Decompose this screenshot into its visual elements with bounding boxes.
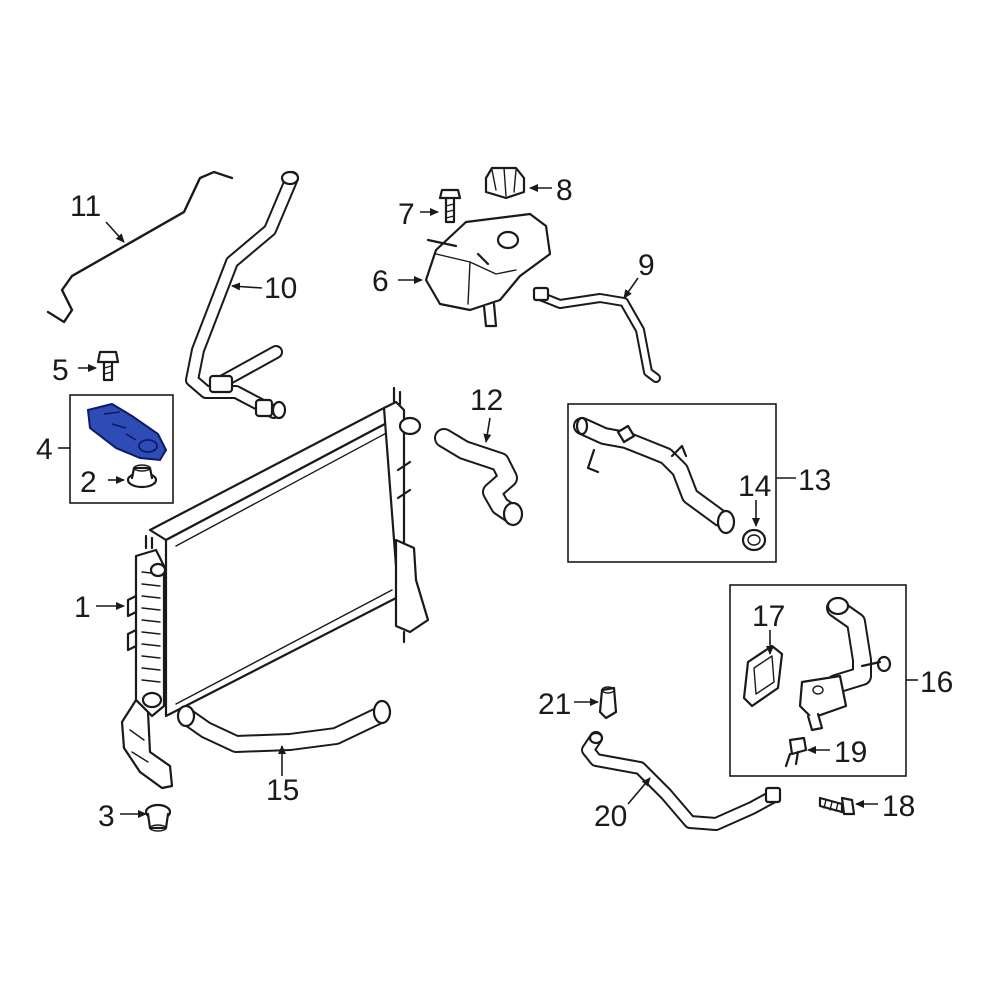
part-16-thermostat-housing[interactable]: [798, 596, 892, 732]
callout-14: 14: [738, 470, 771, 503]
part-13-group-box: [567, 403, 777, 563]
part-12-upper-hose[interactable]: [434, 428, 524, 527]
callout-8: 8: [556, 174, 573, 207]
part-19-sensor[interactable]: [784, 736, 808, 768]
callout-3: 3: [98, 800, 115, 833]
part-4-bracket-highlighted[interactable]: [86, 402, 168, 462]
callout-9: 9: [638, 249, 655, 282]
callout-2: 2: [80, 466, 97, 499]
part-15-lower-hose[interactable]: [176, 699, 392, 753]
part-18-bolt[interactable]: [818, 796, 856, 816]
callout-1: 1: [74, 591, 91, 624]
callout-21: 21: [538, 688, 571, 721]
callout-17: 17: [752, 600, 785, 633]
part-10-hose[interactable]: [185, 170, 300, 420]
part-20-hose[interactable]: [581, 731, 782, 831]
part-5-bolt[interactable]: [96, 350, 120, 382]
callout-16: 16: [920, 666, 953, 699]
part-21-connector[interactable]: [598, 686, 618, 720]
callout-7: 7: [398, 198, 415, 231]
callout-6: 6: [372, 265, 389, 298]
part-1-radiator[interactable]: [120, 386, 430, 790]
part-2-grommet[interactable]: [126, 464, 158, 489]
part-7-bolt[interactable]: [438, 188, 462, 224]
callout-12: 12: [470, 384, 503, 417]
part-6-reservoir[interactable]: [424, 212, 552, 328]
callout-13: 13: [798, 464, 831, 497]
part-4-group-box: [69, 394, 174, 504]
callout-20: 20: [594, 800, 627, 833]
callout-5: 5: [52, 354, 69, 387]
callout-4: 4: [36, 433, 53, 466]
callout-labels: 11 10 5 4 2 1 3 7 6 8 9 12 13 14 15 16 1…: [36, 174, 953, 833]
part-14-o-ring[interactable]: [741, 528, 767, 552]
part-11-hose[interactable]: [46, 170, 234, 324]
callout-19: 19: [834, 736, 867, 769]
part-9-hose[interactable]: [532, 286, 661, 383]
part-17-gasket[interactable]: [742, 644, 784, 708]
part-13-coolant-tube[interactable]: [573, 416, 736, 535]
callout-11: 11: [70, 190, 101, 223]
callout-10: 10: [264, 272, 297, 305]
part-3-plug[interactable]: [144, 803, 172, 832]
part-8-cap[interactable]: [484, 166, 526, 200]
callout-15: 15: [266, 774, 299, 807]
callout-18: 18: [882, 790, 915, 823]
leader-lines: [58, 184, 918, 818]
